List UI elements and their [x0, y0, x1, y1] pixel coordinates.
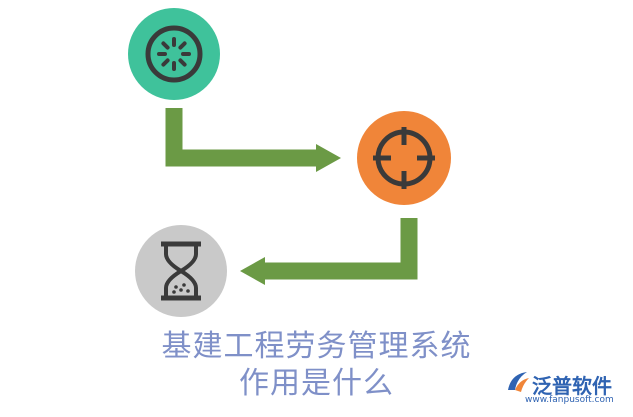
node-start	[128, 8, 220, 100]
crosshair-icon	[373, 127, 435, 189]
node-start-circle	[128, 8, 220, 100]
title-line-1: 基建工程劳务管理系统	[161, 329, 472, 364]
node-target	[357, 111, 451, 205]
node-timer	[135, 225, 227, 317]
arrow-start-to-target	[165, 108, 341, 172]
watermark-brand: 泛普软件	[532, 374, 612, 398]
aperture-icon	[145, 25, 203, 83]
node-target-circle	[357, 111, 451, 205]
watermark-logo: 泛普软件 www.fanpusoft.com	[505, 368, 633, 416]
hourglass-icon	[161, 241, 201, 301]
arrow-target-to-timer	[240, 218, 418, 285]
fanpu-logo-icon	[508, 372, 529, 392]
title-line-2: 作用是什么	[239, 366, 394, 401]
watermark-url: www.fanpusoft.com	[525, 395, 614, 405]
